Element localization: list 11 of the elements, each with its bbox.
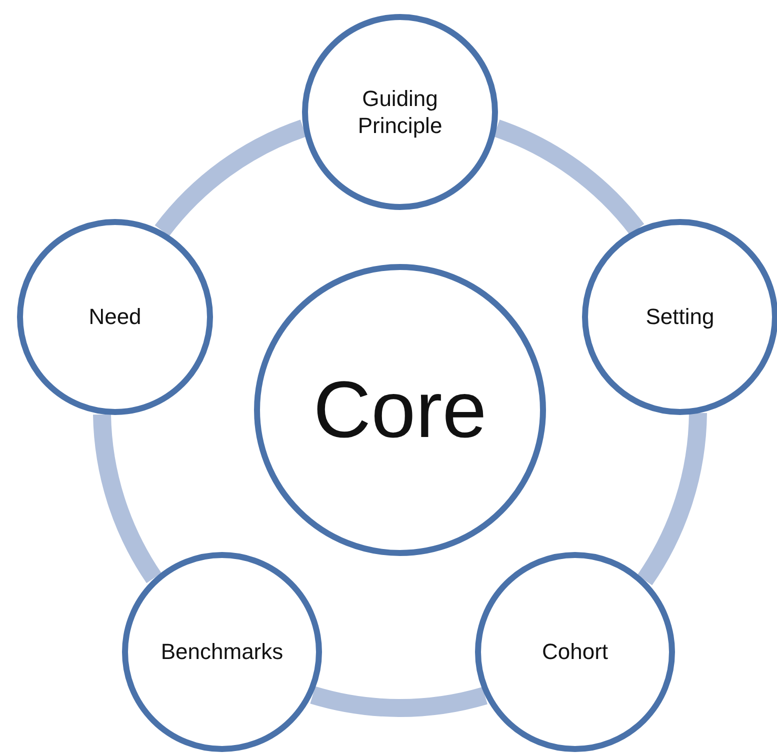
ring-connector (93, 414, 162, 583)
node-label: Core (313, 364, 487, 456)
ring-connector (637, 412, 707, 585)
node-label: Setting (646, 303, 714, 331)
node-label: Cohort (542, 638, 608, 666)
ring-connector (310, 686, 487, 717)
ring-connector (493, 120, 644, 236)
ring-connector (155, 120, 307, 237)
node-label: Need (88, 303, 142, 331)
node-label: Benchmarks (160, 638, 284, 666)
node-label: Guiding Principle (356, 84, 444, 140)
